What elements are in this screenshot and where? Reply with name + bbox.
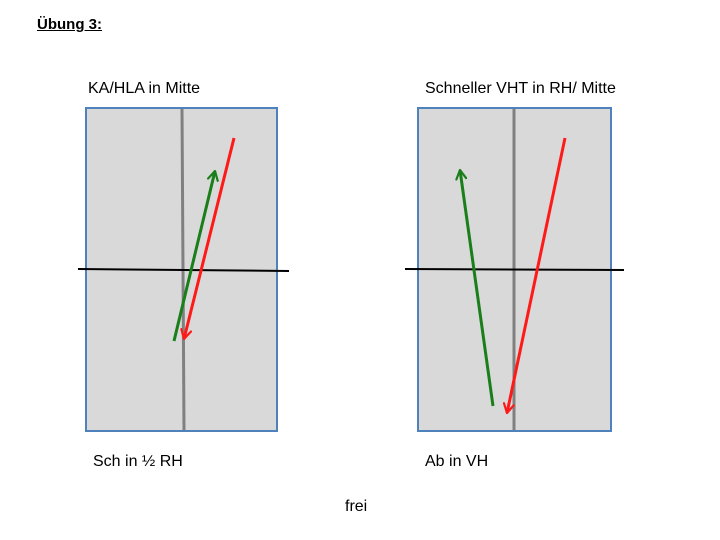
diagram-1-green-arrow (172, 171, 215, 342)
diagram-2-heading: Schneller VHT in RH/ Mitte (425, 80, 616, 97)
bottom-note: frei (345, 498, 368, 515)
diagram-2-red-arrow (507, 137, 567, 413)
diagram-1 (77, 107, 290, 432)
diagram-2-green-arrow (460, 170, 495, 407)
diagram-1-footer: Sch in ½ RH (93, 453, 183, 470)
diagram-2 (404, 107, 625, 432)
diagram-1-red-arrow (184, 137, 236, 339)
diagram-1-baseline (77, 268, 290, 272)
diagram-2-baseline (404, 268, 625, 271)
exercise-title: Übung 3: (37, 16, 102, 33)
diagram-1-heading: KA/HLA in Mitte (88, 80, 201, 97)
diagram-2-footer: Ab in VH (425, 453, 489, 470)
